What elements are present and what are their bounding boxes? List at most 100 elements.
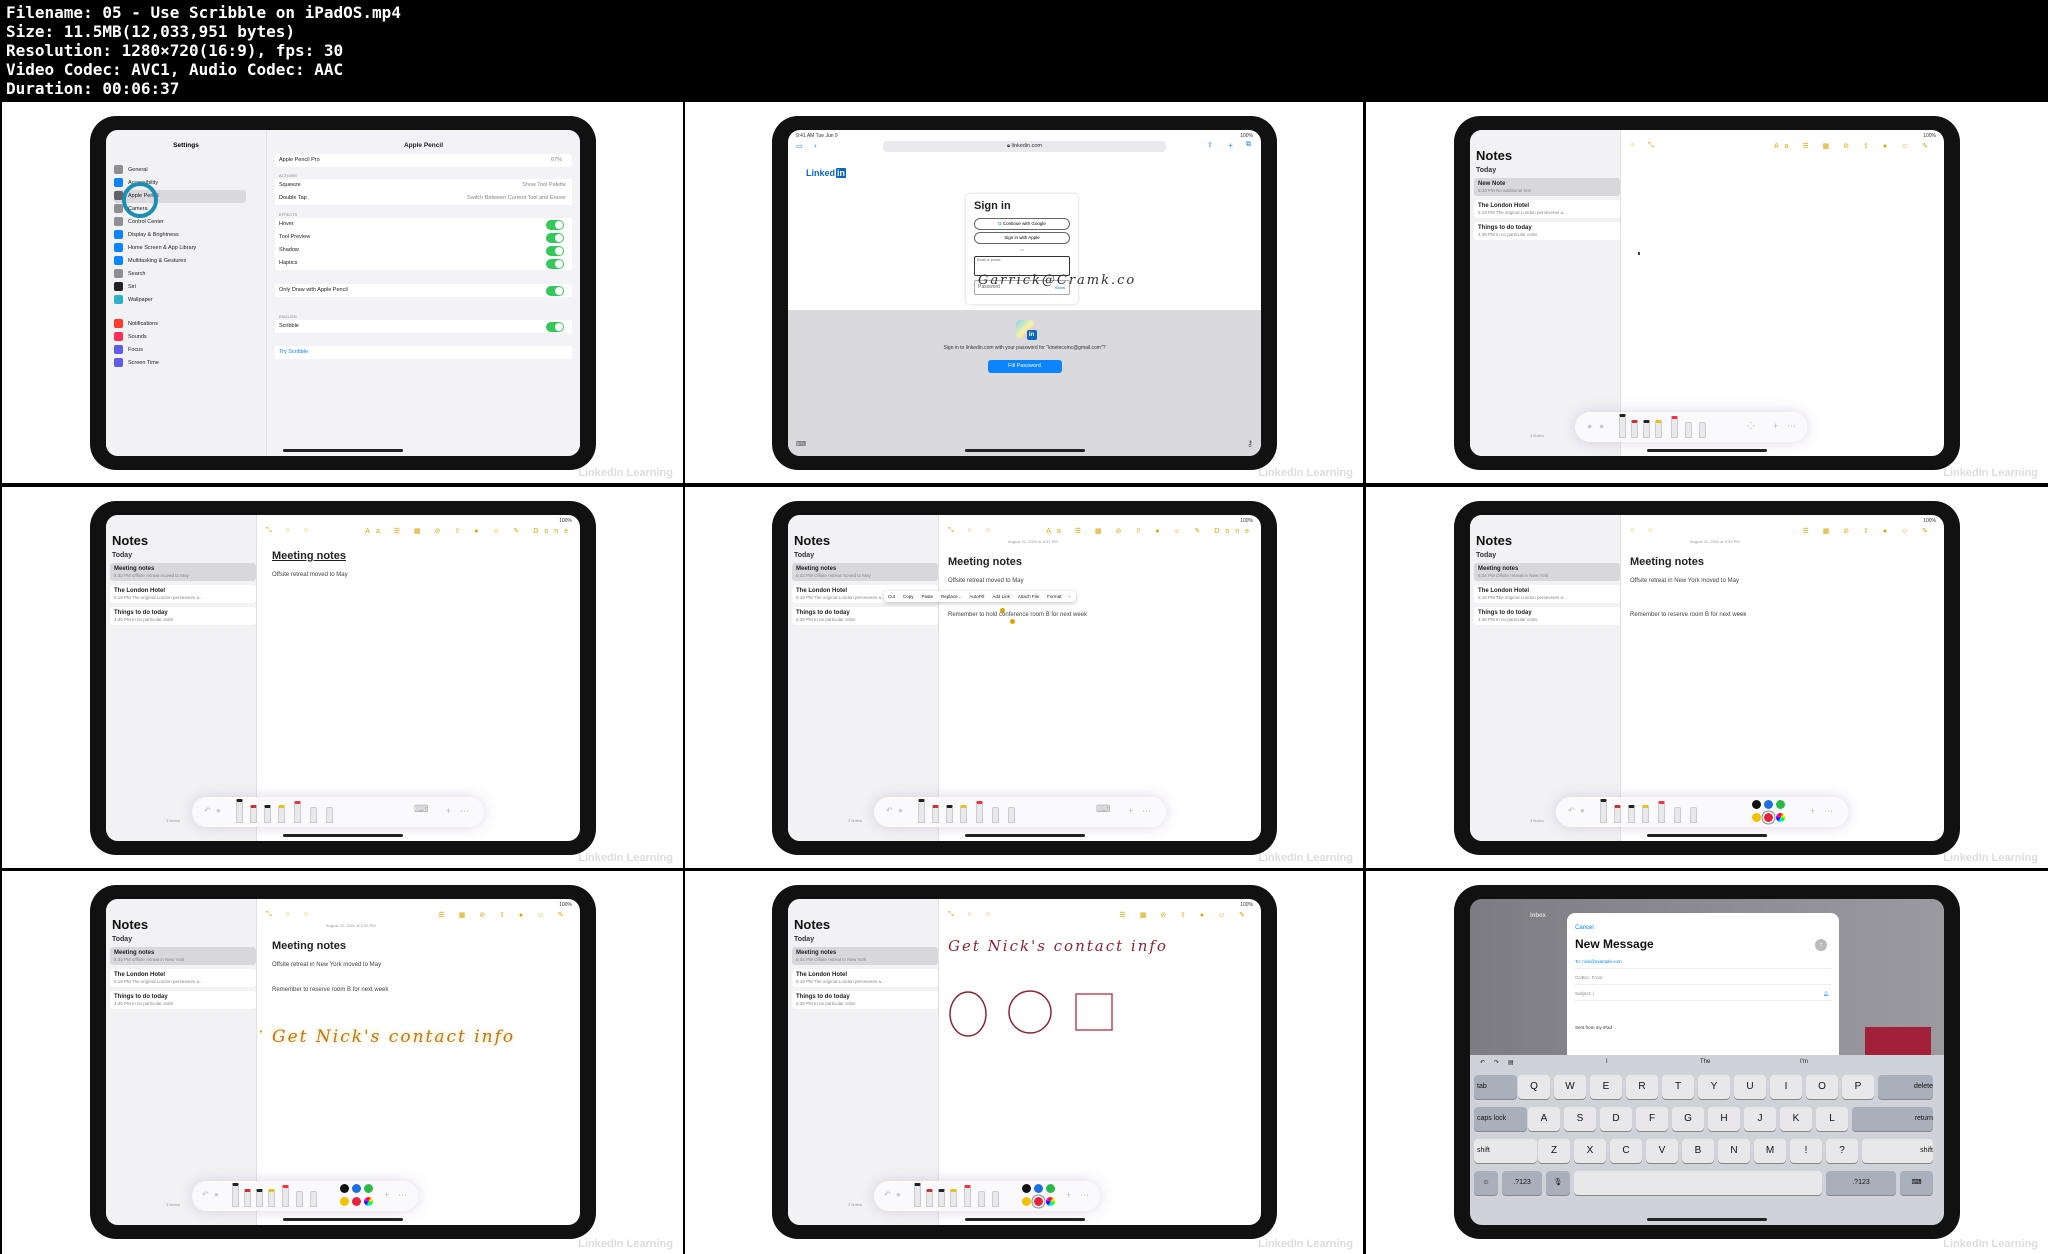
settings-item-control-center[interactable]: Control Center [114,216,246,229]
lasso-tool-icon[interactable] [1008,807,1015,823]
color-swatch-blue[interactable] [1764,800,1773,809]
suggestion-3[interactable]: I'm [1800,1059,1808,1065]
undo-icon[interactable]: ↶ [886,806,893,815]
key-i[interactable]: I [1770,1075,1802,1099]
tool-palette[interactable]: ↶ ● + ⋯ [874,1181,1100,1211]
key-j[interactable]: J [1744,1107,1776,1131]
color-swatch-blue[interactable] [1034,1184,1043,1193]
notes-toolbar-icons[interactable]: ⤡ ○ ○ [266,911,314,918]
tool-preview-toggle[interactable] [546,233,564,243]
haptics-toggle[interactable] [546,259,564,269]
eraser-tool-icon[interactable] [310,807,317,823]
hide-keyboard-key[interactable]: ⌨ [1900,1171,1933,1195]
pen-tool-icon[interactable] [1619,414,1626,438]
menu-item-cut[interactable]: Cut [888,594,896,599]
menu-item-attach-file[interactable]: Attach File [1017,594,1040,599]
notes-toolbar-icons[interactable]: ⤡ ○ ○ [266,527,314,534]
color-swatch-red[interactable] [1034,1197,1043,1206]
add-icon[interactable]: + [1810,806,1816,816]
color-swatch-yellow[interactable] [340,1197,349,1206]
tabs-icon[interactable]: ⧉ [1246,141,1251,148]
tool-palette[interactable]: ● ● ⁘ + ⋯ [1575,412,1807,442]
color-swatch-red[interactable] [1764,813,1773,822]
more-icon[interactable]: ⋯ [398,1190,407,1200]
keyboard-icon[interactable]: ⌨ [796,441,807,448]
lasso-tool-icon[interactable] [992,1191,999,1207]
address-bar[interactable]: 🔒︎ linkedin.com [883,141,1166,152]
add-icon[interactable]: + [1128,806,1134,816]
settings-item-notifications[interactable]: Notifications [114,318,246,331]
settings-item-focus[interactable]: Focus [114,344,246,357]
send-icon[interactable]: ↑ [1815,939,1827,951]
highlighter-tool-icon[interactable] [278,805,285,823]
key-question[interactable]: ? [1826,1139,1858,1163]
more-icon[interactable]: ⋯ [1080,1190,1089,1200]
notes-toolbar-icons[interactable]: ⤡ ○ ○ [948,527,996,534]
drawing-canvas[interactable] [938,979,1138,1049]
more-icon[interactable]: ⋯ [460,806,469,816]
to-field[interactable]: To: nick@example.com [1575,959,1831,969]
add-icon[interactable]: + [1066,1190,1072,1200]
selection-handle-end[interactable] [1010,619,1015,624]
more-icon[interactable]: ⋯ [1142,806,1151,816]
color-swatch-yellow[interactable] [1752,813,1761,822]
key-y[interactable]: Y [1698,1075,1730,1099]
pencil-tool-icon[interactable] [256,1189,263,1207]
notes-toolbar-icons[interactable]: ○ ○ [1630,527,1659,534]
eraser-tool-icon[interactable] [1674,807,1681,823]
crayon-tool-icon[interactable] [976,801,983,823]
settings-item-sounds[interactable]: Sounds [114,331,246,344]
key-k[interactable]: K [1780,1107,1812,1131]
key-r[interactable]: R [1626,1075,1658,1099]
color-wheel-icon[interactable] [1776,813,1785,822]
undo-icon[interactable]: ● [1587,421,1593,431]
settings-item-search[interactable]: Search [114,268,246,281]
settings-item-wallpaper[interactable]: Wallpaper [114,294,246,307]
settings-item-camera[interactable]: Camera [114,203,246,216]
lasso-tool-icon[interactable] [1699,422,1706,438]
notes-format-icons[interactable]: ☰ ▦ ⊘ ⇧ ● ☺ ✎ [1802,528,1934,535]
key-a[interactable]: A [1528,1107,1560,1131]
google-button[interactable]: G Continue with Google [974,218,1070,230]
key-v[interactable]: V [1646,1139,1678,1163]
key-l[interactable]: L [1816,1107,1848,1131]
crayon-tool-icon[interactable] [294,801,301,823]
menu-item-autofill[interactable]: AutoFill [969,594,985,599]
notes-format-icons[interactable]: Aa ☰ ▦ ⊘ ⇧ ● ☺ ✎ Done [365,528,574,535]
eraser-tool-icon[interactable] [296,1191,303,1207]
color-swatch-black[interactable] [1022,1184,1031,1193]
eraser-tool-icon[interactable] [992,807,999,823]
color-swatch-blue[interactable] [352,1184,361,1193]
key-d[interactable]: D [1600,1107,1632,1131]
highlighter-tool-icon[interactable] [950,1189,957,1207]
tool-palette[interactable]: ↶ ● ⌨ + ⋯ [192,797,484,827]
notes-toolbar-icons[interactable]: ○ ⤡ [1630,142,1660,149]
new-tab-icon[interactable]: + [1228,141,1233,150]
redo-icon[interactable]: ● [216,806,221,815]
key-exclamation[interactable]: ! [1790,1139,1822,1163]
only-draw-toggle[interactable] [546,286,564,296]
key-c[interactable]: C [1610,1139,1642,1163]
redo-icon[interactable]: ● [898,806,903,815]
color-swatch-black[interactable] [1752,800,1761,809]
sidebar-icon[interactable]: ▭ [796,143,803,150]
key-e[interactable]: E [1590,1075,1622,1099]
lasso-tool-icon[interactable] [326,807,333,823]
email-field[interactable]: Email or phone [974,256,1070,276]
key-x[interactable]: X [1574,1139,1606,1163]
scribble-toggle[interactable] [546,322,564,332]
color-swatch-green[interactable] [1046,1184,1055,1193]
marker-tool-icon[interactable] [932,805,939,823]
lasso-tool-icon[interactable] [1690,807,1697,823]
show-password-link[interactable]: Show [1054,285,1065,290]
lasso-tool-icon[interactable] [310,1191,317,1207]
key-p[interactable]: P [1842,1075,1874,1099]
